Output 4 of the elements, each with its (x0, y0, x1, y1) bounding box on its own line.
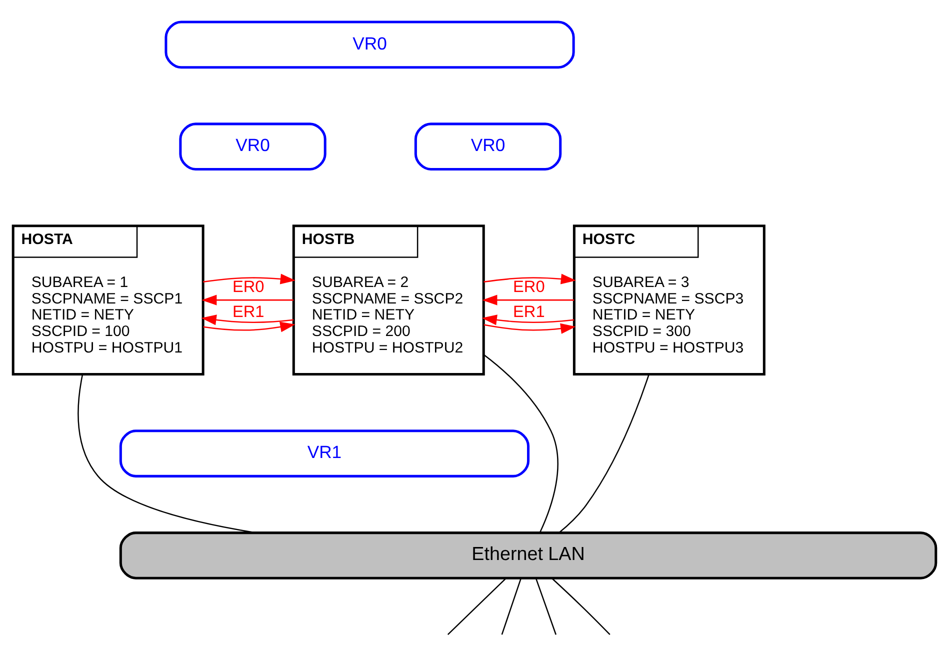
edge-label: ER0 (513, 278, 545, 296)
edge-label: ER0 (232, 278, 264, 296)
edge-label: ER1 (232, 302, 264, 321)
edge-label: ER1 (513, 302, 545, 321)
